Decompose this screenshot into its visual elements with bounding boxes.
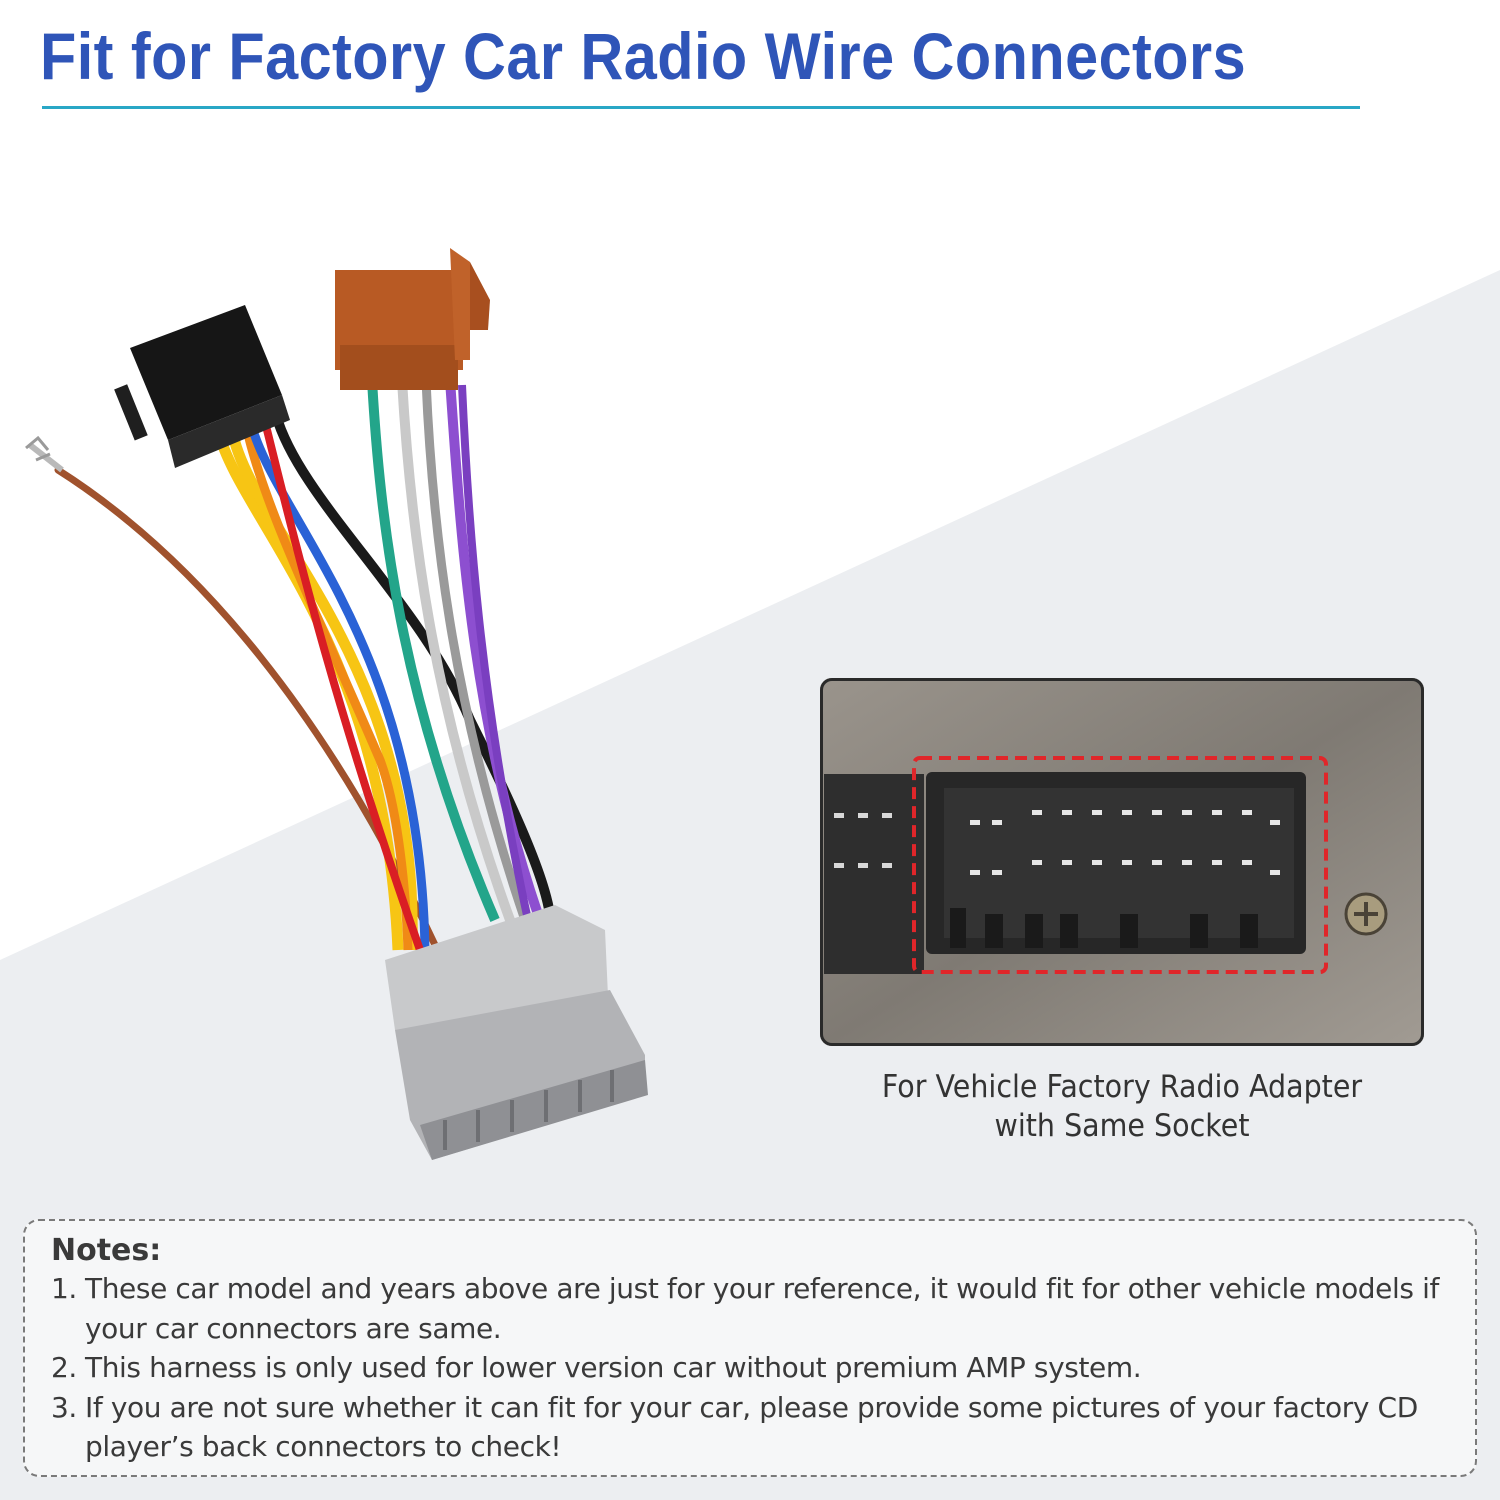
note-text: These car model and years above are just… bbox=[85, 1272, 1439, 1345]
caption-line-1: For Vehicle Factory Radio Adapter bbox=[881, 1069, 1363, 1105]
note-number: 1. bbox=[51, 1272, 77, 1305]
note-number: 2. bbox=[51, 1351, 77, 1384]
notes-list: 1.These car model and years above are ju… bbox=[51, 1269, 1455, 1467]
radio-socket-photo bbox=[820, 678, 1424, 1046]
note-number: 3. bbox=[51, 1390, 77, 1424]
page-title: Fit for Factory Car Radio Wire Connector… bbox=[40, 19, 1247, 93]
note-item: 2.This harness is only used for lower ve… bbox=[51, 1348, 1455, 1388]
caption-line-2: with Same Socket bbox=[994, 1108, 1250, 1144]
note-item: 3.If you are not sure whether it can fit… bbox=[51, 1388, 1455, 1467]
note-text: This harness is only used for lower vers… bbox=[85, 1351, 1142, 1384]
photo-caption: For Vehicle Factory Radio Adapter with S… bbox=[844, 1068, 1400, 1146]
note-item: 1.These car model and years above are ju… bbox=[51, 1269, 1455, 1348]
title-underline bbox=[42, 106, 1360, 109]
notes-box: Notes: 1.These car model and years above… bbox=[23, 1219, 1477, 1477]
wiring-harness-image bbox=[25, 248, 648, 1160]
notes-heading: Notes: bbox=[51, 1233, 162, 1268]
note-text: If you are not sure whether it can fit f… bbox=[85, 1390, 1418, 1464]
